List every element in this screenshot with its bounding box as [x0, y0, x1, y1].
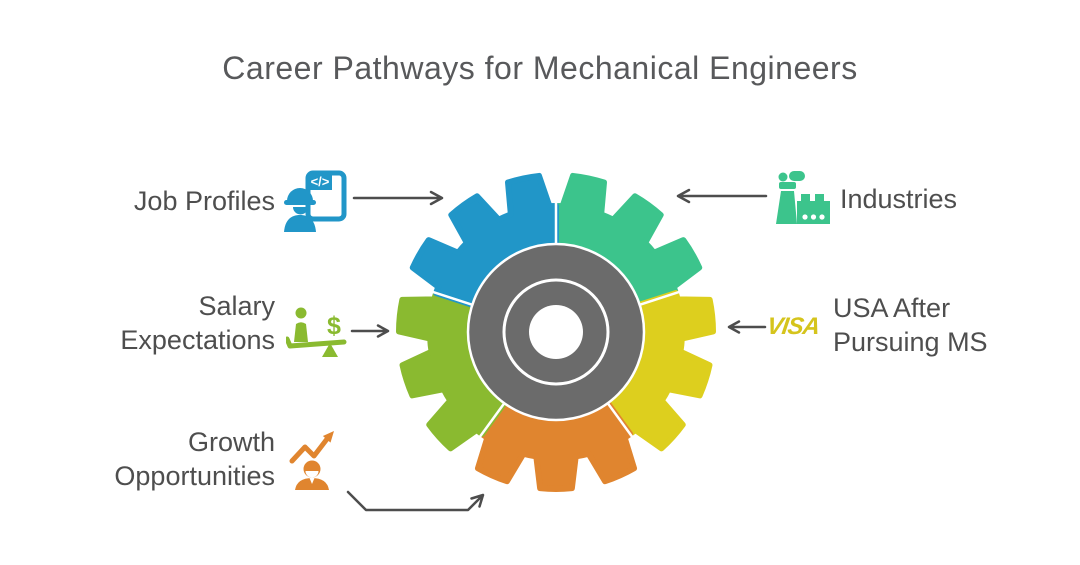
dollar-glyph: $	[327, 312, 341, 340]
page-title: Career Pathways for Mechanical Engineers	[222, 50, 858, 86]
label-industries-text: Industries	[840, 184, 958, 214]
arrow-salary	[350, 324, 390, 338]
arrow-usa-ms	[727, 320, 767, 334]
label-growth-line1: Growth	[187, 427, 275, 457]
label-usa-line1: USA After	[833, 293, 951, 323]
salary-balance-icon: $	[286, 307, 347, 357]
label-growth-line2: Opportunities	[114, 461, 275, 491]
label-salary-line2: Expectations	[120, 325, 275, 355]
arrow-growth	[346, 490, 485, 512]
gear-diagram	[396, 172, 716, 493]
factory-icon	[776, 171, 830, 224]
visa-icon: VISA	[765, 313, 821, 340]
gear-hub	[529, 305, 583, 359]
label-job-profiles-text: Job Profiles	[133, 186, 275, 216]
label-usa-after-pursuing-ms: USA After Pursuing MS	[833, 291, 988, 359]
engineer-document-icon: </>	[284, 170, 347, 232]
gear-hub	[502, 278, 610, 386]
label-industries: Industries	[840, 182, 957, 216]
label-growth-opportunities: Growth Opportunities	[114, 425, 275, 493]
label-salary-expectations: Salary Expectations	[120, 289, 275, 357]
arrow-industries	[676, 188, 768, 204]
label-job-profiles: Job Profiles	[134, 184, 275, 218]
label-usa-line2: Pursuing MS	[833, 327, 988, 357]
label-salary-line1: Salary	[198, 291, 275, 321]
code-glyph: </>	[311, 174, 330, 189]
growth-person-icon	[289, 431, 334, 490]
arrow-job-profiles	[352, 190, 444, 206]
